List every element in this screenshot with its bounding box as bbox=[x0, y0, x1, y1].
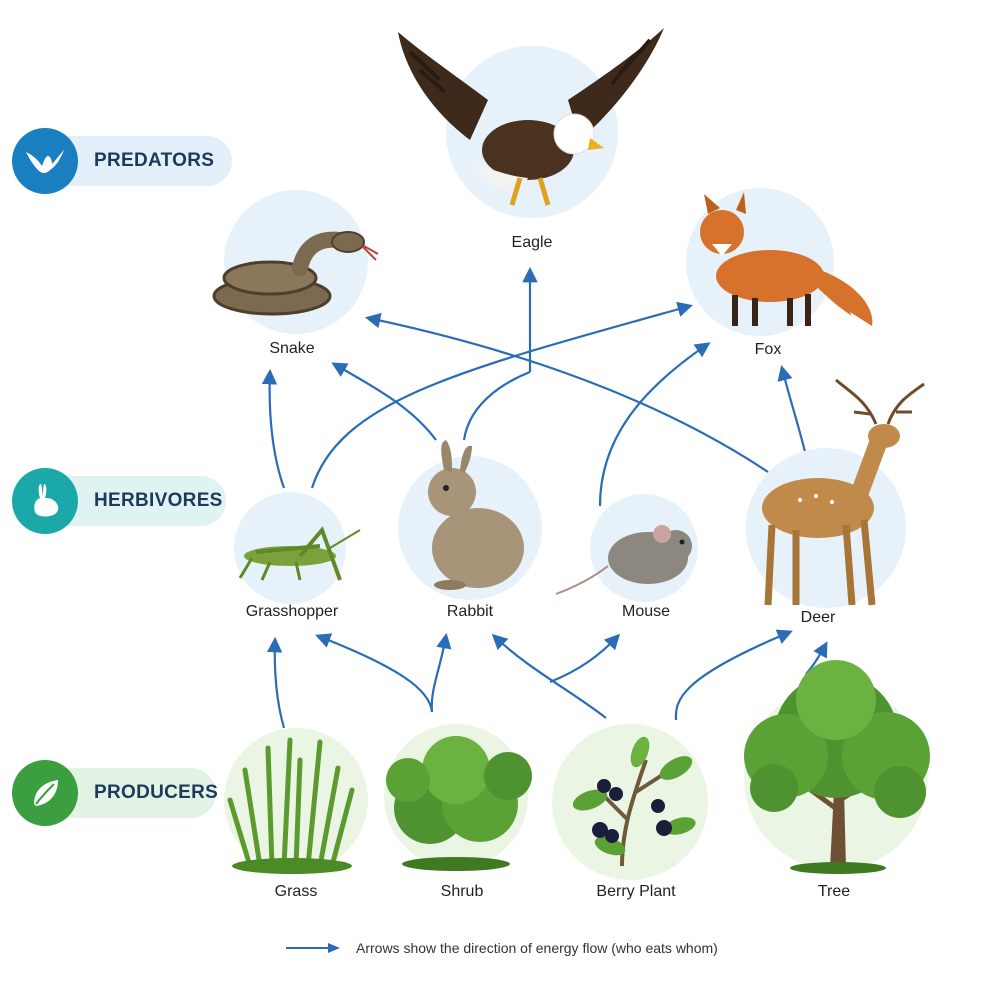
grasshopper-illustration bbox=[234, 492, 361, 604]
label-tree: Tree bbox=[817, 883, 851, 900]
legend-arrow-icon bbox=[286, 943, 340, 953]
leaf-icon bbox=[12, 760, 78, 826]
arrow-grasshopper-to-snake bbox=[261, 368, 286, 489]
shrub-illustration bbox=[384, 724, 532, 871]
arrow-berry-plant-to-rabbit bbox=[491, 633, 607, 719]
rabbit-illustration bbox=[398, 440, 542, 600]
tree-illustration bbox=[744, 660, 930, 874]
arrow-grass-to-grasshopper bbox=[266, 636, 286, 729]
snake-illustration bbox=[212, 190, 379, 334]
arrow-deer-to-fox bbox=[777, 365, 808, 457]
arrow-deer-to-snake bbox=[364, 313, 769, 473]
berry-plant-illustration bbox=[552, 724, 708, 880]
legend: Arrows show the direction of energy flow… bbox=[284, 936, 718, 960]
label-snake: Snake bbox=[269, 340, 315, 357]
label-mouse: Mouse bbox=[621, 603, 671, 620]
legend-text: Arrows show the direction of energy flow… bbox=[356, 940, 718, 956]
label-shrub: Shrub bbox=[440, 883, 484, 900]
tier-badge-predators: PREDATORS bbox=[12, 128, 232, 194]
tier-label-predators: PREDATORS bbox=[94, 150, 215, 171]
arrow-rabbit-to-snake bbox=[331, 362, 437, 441]
eagle-illustration bbox=[398, 28, 664, 218]
label-eagle: Eagle bbox=[511, 234, 553, 251]
arrow-grasshopper-to-fox bbox=[310, 301, 693, 489]
arrow-berry-plant-to-mouse bbox=[549, 633, 621, 684]
rabbit-icon bbox=[12, 468, 78, 534]
arrow-berry-plant-to-deer bbox=[674, 629, 793, 721]
tier-badge-herbivores: HERBIVORES bbox=[12, 468, 226, 534]
label-rabbit: Rabbit bbox=[446, 603, 494, 620]
arrow-shrub-to-rabbit bbox=[430, 632, 452, 713]
arrow-shrub-to-grasshopper bbox=[315, 633, 434, 713]
label-berry-plant: Berry Plant bbox=[596, 883, 676, 900]
label-fox: Fox bbox=[754, 341, 782, 358]
tier-label-producers: PRODUCERS bbox=[94, 782, 219, 803]
label-deer: Deer bbox=[800, 609, 836, 626]
mouse-illustration bbox=[555, 494, 698, 602]
fox-illustration bbox=[686, 188, 873, 336]
tier-label-herbivores: HERBIVORES bbox=[94, 490, 223, 511]
arrow-mouse-to-fox bbox=[598, 342, 711, 507]
eagle-icon bbox=[12, 128, 78, 194]
arrow-rabbit-to-eagle bbox=[462, 370, 531, 441]
label-grass: Grass bbox=[274, 883, 318, 900]
grass-illustration bbox=[224, 728, 368, 874]
label-grasshopper: Grasshopper bbox=[245, 603, 339, 620]
tier-badge-producers: PRODUCERS bbox=[12, 760, 219, 826]
deer-illustration bbox=[746, 378, 925, 608]
